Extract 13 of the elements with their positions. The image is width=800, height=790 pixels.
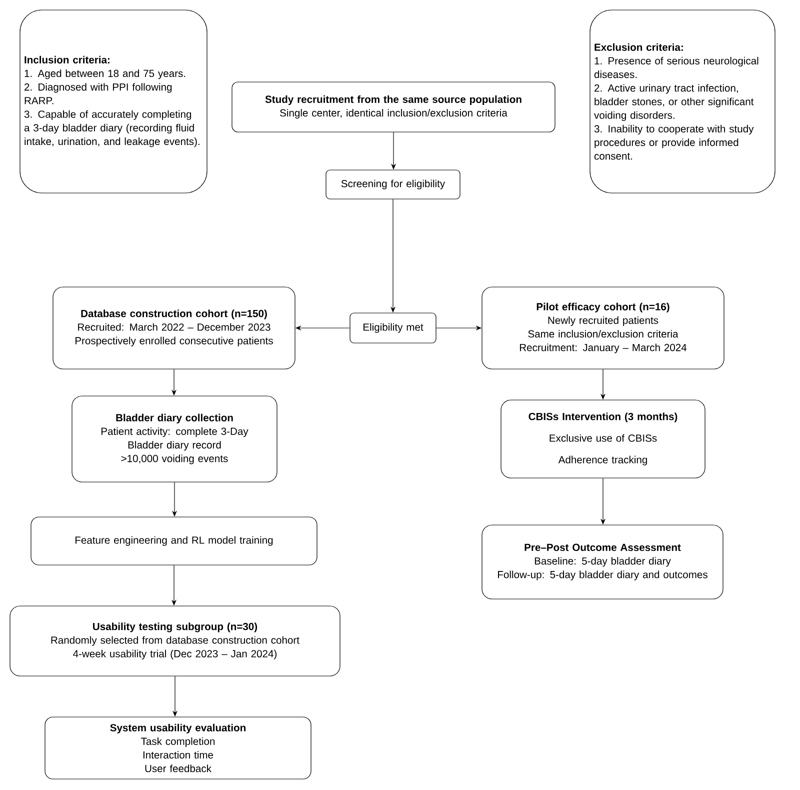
process-box: Pilot efficacy cohort (n=16) Newly recruited patients Same inclusion/exclusion criteria Recruitment: January – March 2024 [482,286,724,370]
process-box: Database construction cohort (n=150) Recruited: March 2022 – December 2023 Prospectively enrolled consecutive patients [52,286,296,370]
process-box: Inclusion criteria: 1. Aged between 18 and 75 years. 2. Diagnosed with PPI following RARP. 3. Capable of accurately completing a 3-day bladder diary (recording fluid intake, urination, and leakage events). [20,10,208,194]
process-box: Pre–Post Outcome Assessment Baseline: 5-day bladder diary Follow-up: 5-day bladder diary and outcomes [482,524,724,600]
process-box: Exclusion criteria: 1. Presence of serious neurological diseases. 2. Active urinary tract infection, bladder stones, or other significant voiding disorders. 3. Inability to cooperate with study procedures or provide informed consent. [590,10,776,194]
process-box: Screening for eligibility [326,170,460,200]
process-box: Feature engineering and RL model training [30,516,318,566]
process-box: Eligibility met [350,312,436,344]
process-box: Bladder diary collection Patient activity: complete 3-Day Bladder diary record >10,000 voiding events [72,396,278,482]
process-box: CBISs Intervention (3 months) Exclusive use of CBISs Adherence tracking [500,400,706,478]
process-box: Study recruitment from the same source population Single center, identical inclusion/exclusion criteria [232,82,556,132]
process-box: System usability evaluation Task completion Interaction time User feedback [44,716,312,780]
process-box: Usability testing subgroup (n=30) Randomly selected from database construction cohort 4-week usability trial (Dec 2023 – Jan 2024) [10,606,340,676]
